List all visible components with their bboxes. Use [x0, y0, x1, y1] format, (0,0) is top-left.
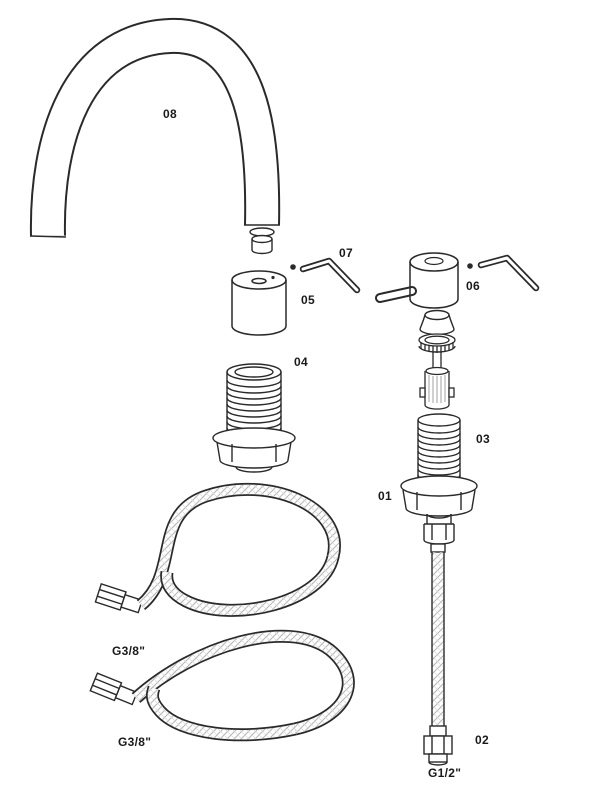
- thread-label-g12: G1/2": [428, 766, 462, 780]
- part-label-06: 06: [466, 279, 480, 293]
- supply-hose-02: [423, 543, 453, 766]
- part-label-05: 05: [301, 293, 315, 307]
- part-label-04: 04: [294, 355, 308, 369]
- knurled-ring: [418, 333, 456, 353]
- spout-base-05: [231, 270, 287, 336]
- hose-g38-b: [89, 629, 355, 742]
- part-label-08: 08: [163, 107, 177, 121]
- thread-label-g38-a: G3/8": [112, 644, 146, 658]
- spout-08: [29, 18, 281, 238]
- part-label-02: 02: [475, 733, 489, 747]
- part-label-03: 03: [476, 432, 490, 446]
- allen-key-07: [290, 257, 361, 294]
- cartridge: [419, 351, 455, 410]
- part-label-01: 01: [378, 489, 392, 503]
- thread-label-g38-b: G3/8": [118, 735, 152, 749]
- hose-g38-a: [94, 482, 341, 617]
- valve-body-03: [417, 413, 461, 482]
- handle-knob: [375, 252, 459, 309]
- part-label-07: 07: [339, 246, 353, 260]
- allen-key-06: [467, 254, 540, 292]
- mounting-shank-04: [212, 363, 296, 473]
- aerator-stack: [249, 227, 275, 255]
- handle-dome: [419, 309, 455, 336]
- mounting-nut-01: [400, 475, 478, 545]
